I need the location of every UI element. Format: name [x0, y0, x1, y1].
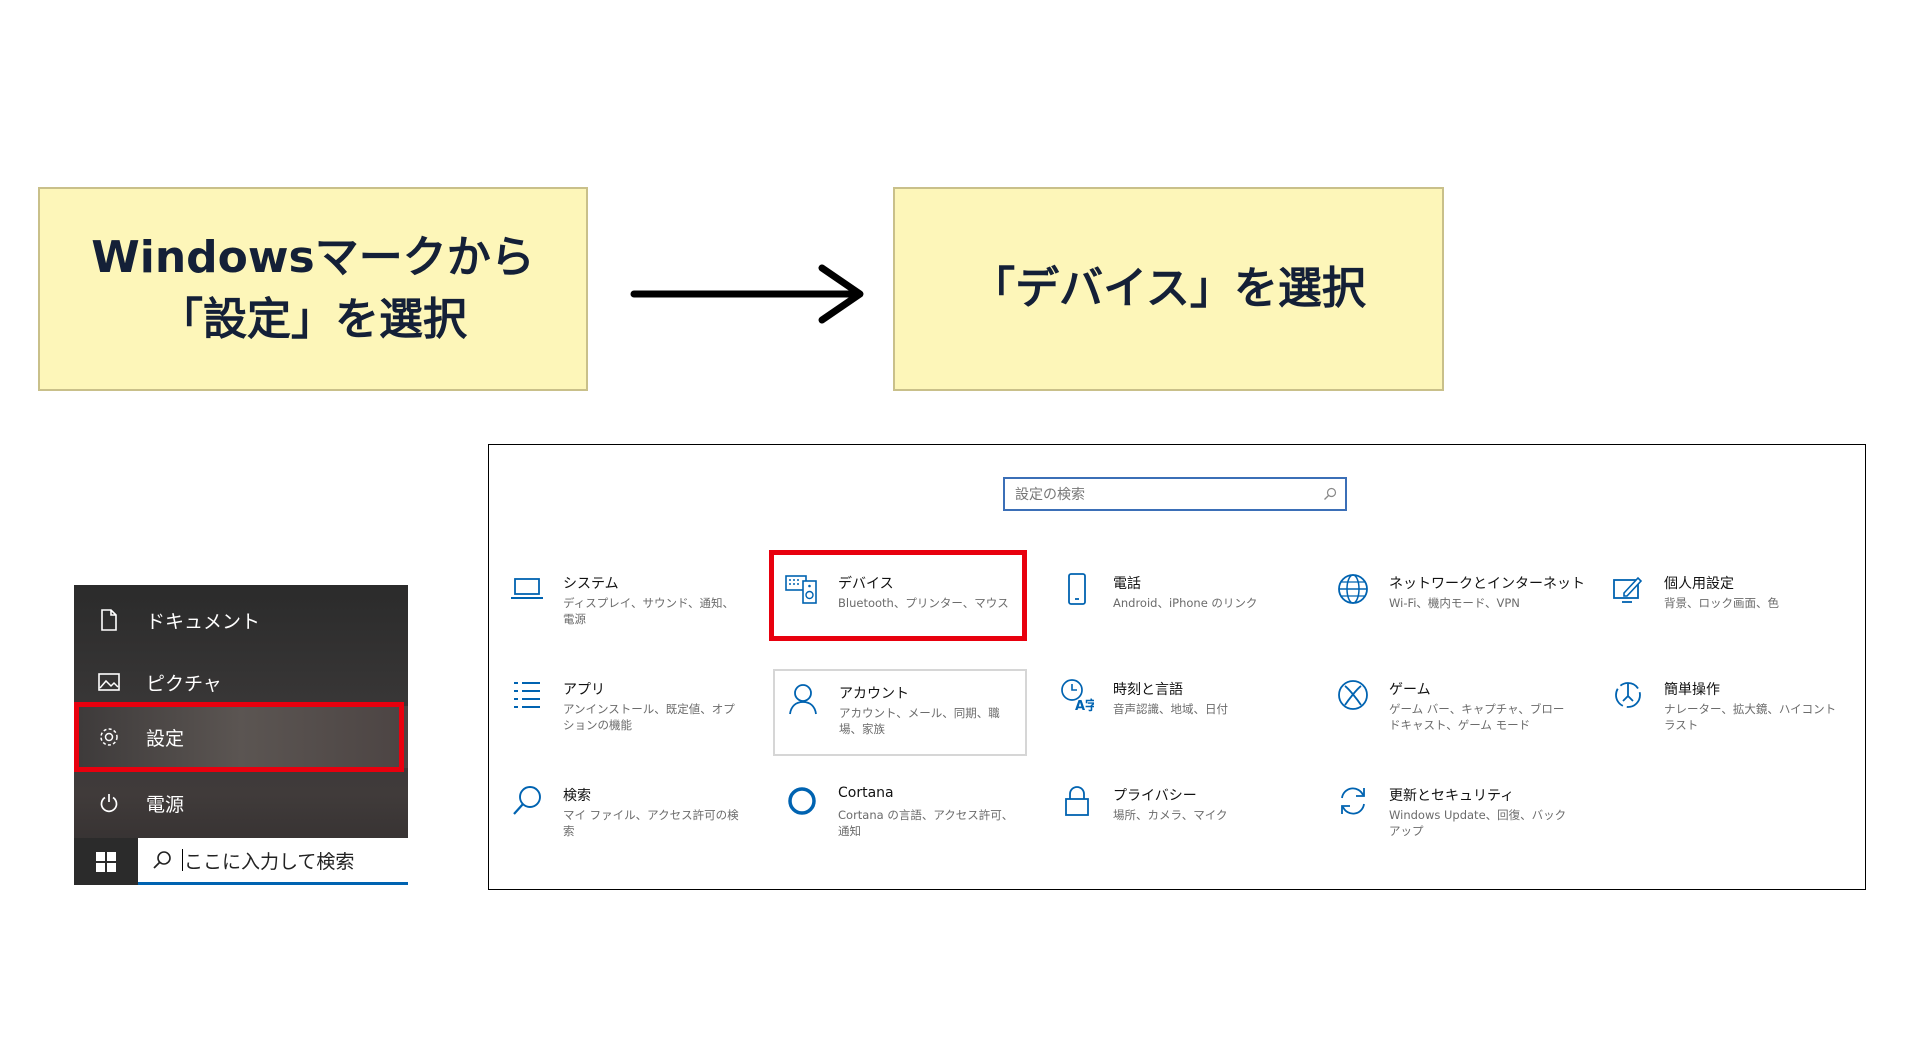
- lock-icon: [1059, 783, 1095, 819]
- tile-name: 検索: [563, 788, 591, 804]
- tile-desc: ディスプレイ、サウンド、通知、電源: [563, 596, 735, 626]
- tile-desc: Windows Update、回復、バックアップ: [1389, 808, 1567, 838]
- tile-privacy[interactable]: プライバシー 場所、カメラ、マイク: [1041, 765, 1297, 855]
- cortana-icon: [784, 783, 820, 819]
- tile-gaming[interactable]: ゲーム ゲーム バー、キャプチャ、ブロードキャスト、ゲーム モード: [1317, 659, 1573, 749]
- windows-logo-icon: [95, 851, 116, 872]
- start-item-settings[interactable]: 設定: [74, 706, 408, 768]
- picture-icon: [92, 669, 126, 695]
- taskbar-search-text: ここに入力して検索: [184, 850, 355, 873]
- tile-name: Cortana: [838, 785, 894, 801]
- tile-personalization[interactable]: 個人用設定 背景、ロック画面、色: [1592, 553, 1848, 643]
- start-item-label: ドキュメント: [146, 610, 261, 633]
- settings-highlight-frame: [74, 702, 404, 772]
- tile-name: デバイス: [838, 576, 894, 592]
- tile-desc: 場所、カメラ、マイク: [1113, 808, 1228, 822]
- tile-desc: Cortana の言語、アクセス許可、通知: [838, 808, 1014, 838]
- tile-desc: ゲーム バー、キャプチャ、ブロードキャスト、ゲーム モード: [1389, 702, 1565, 732]
- settings-search-placeholder: 設定の検索: [1015, 487, 1085, 503]
- tile-name: 更新とセキュリティ: [1389, 788, 1515, 804]
- tile-name: 電話: [1113, 576, 1141, 592]
- tile-desc: Bluetooth、プリンター、マウス: [838, 596, 1009, 610]
- tile-desc: マイ ファイル、アクセス許可の検索: [563, 808, 739, 838]
- person-icon: [785, 681, 821, 717]
- time-language-icon: A字: [1059, 677, 1095, 713]
- tile-devices[interactable]: デバイス Bluetooth、プリンター、マウス: [766, 553, 1022, 643]
- tile-name: 時刻と言語: [1113, 682, 1183, 698]
- start-item-pictures[interactable]: ピクチャ: [74, 651, 408, 713]
- update-icon: [1335, 783, 1371, 819]
- tile-update-security[interactable]: 更新とセキュリティ Windows Update、回復、バックアップ: [1317, 765, 1573, 855]
- tile-desc: アカウント、メール、同期、職場、家族: [839, 706, 1000, 736]
- search-icon: [1324, 487, 1337, 500]
- svg-text:A字: A字: [1075, 698, 1094, 712]
- step2-text: 「デバイス」を選択: [971, 263, 1366, 314]
- step1-box: Windowsマークから 「設定」を選択: [38, 187, 588, 391]
- tile-desc: ナレーター、拡大鏡、ハイコントラスト: [1664, 702, 1837, 732]
- tile-desc: Wi-Fi、機内モード、VPN: [1389, 596, 1520, 610]
- tile-accounts[interactable]: アカウント アカウント、メール、同期、職場、家族: [773, 669, 1027, 756]
- start-item-label: ピクチャ: [146, 672, 222, 695]
- tile-ease-of-access[interactable]: 簡単操作 ナレーター、拡大鏡、ハイコントラスト: [1592, 659, 1848, 749]
- tile-desc: 背景、ロック画面、色: [1664, 596, 1779, 610]
- start-item-label: 電源: [146, 793, 185, 816]
- tile-cortana[interactable]: Cortana Cortana の言語、アクセス許可、通知: [766, 765, 1022, 855]
- start-menu: ドキュメント ピクチャ 設定 電源 ここに入力して検索: [74, 585, 408, 885]
- tile-name: アカウント: [839, 686, 909, 702]
- search-icon: [509, 783, 545, 819]
- tile-desc: 音声認識、地域、日付: [1113, 702, 1228, 716]
- tile-network[interactable]: ネットワークとインターネット Wi-Fi、機内モード、VPN: [1317, 553, 1585, 643]
- laptop-icon: [509, 571, 545, 607]
- windows-start-button[interactable]: [74, 838, 137, 885]
- start-item-power[interactable]: 電源: [74, 772, 408, 834]
- start-item-label: 設定: [146, 727, 185, 750]
- tile-search[interactable]: 検索 マイ ファイル、アクセス許可の検索: [491, 765, 747, 855]
- tile-desc: Android、iPhone のリンク: [1113, 596, 1258, 610]
- globe-icon: [1335, 571, 1371, 607]
- search-icon: [153, 851, 171, 869]
- devices-icon: [784, 571, 820, 607]
- taskbar: ここに入力して検索: [74, 838, 408, 885]
- tile-phone[interactable]: 電話 Android、iPhone のリンク: [1041, 553, 1297, 643]
- step1-line1: Windowsマークから: [91, 232, 535, 283]
- phone-icon: [1059, 571, 1095, 607]
- tile-name: 簡単操作: [1664, 682, 1720, 698]
- ease-of-access-icon: [1610, 677, 1646, 713]
- personalization-icon: [1610, 571, 1646, 607]
- start-item-documents[interactable]: ドキュメント: [74, 589, 408, 651]
- settings-search-box[interactable]: 設定の検索: [1003, 477, 1347, 511]
- step2-box: 「デバイス」を選択: [893, 187, 1444, 391]
- tile-desc: アンインストール、既定値、オプションの機能: [563, 702, 735, 732]
- tile-name: ネットワークとインターネット: [1389, 576, 1585, 592]
- tile-name: ゲーム: [1389, 682, 1431, 698]
- power-icon: [92, 790, 126, 816]
- devices-highlight-frame: [769, 550, 1027, 641]
- document-icon: [92, 607, 126, 633]
- right-arrow-icon: [630, 264, 864, 324]
- xbox-icon: [1335, 677, 1371, 713]
- step1-line2: 「設定」を選択: [158, 294, 467, 345]
- text-caret: [182, 849, 183, 871]
- tile-name: アプリ: [563, 682, 605, 698]
- tile-name: 個人用設定: [1664, 576, 1734, 592]
- tile-system[interactable]: システム ディスプレイ、サウンド、通知、電源: [491, 553, 747, 643]
- tile-apps[interactable]: アプリ アンインストール、既定値、オプションの機能: [491, 659, 747, 749]
- apps-list-icon: [509, 677, 545, 713]
- tile-name: システム: [563, 576, 619, 592]
- gear-icon: [92, 724, 126, 750]
- tile-time-language[interactable]: A字 時刻と言語 音声認識、地域、日付: [1041, 659, 1297, 749]
- tile-name: プライバシー: [1113, 788, 1197, 804]
- taskbar-search-box[interactable]: ここに入力して検索: [138, 838, 408, 885]
- settings-window: 設定の検索 システム ディスプレイ、サウンド、通知、電源 デバイス Blueto…: [488, 444, 1866, 890]
